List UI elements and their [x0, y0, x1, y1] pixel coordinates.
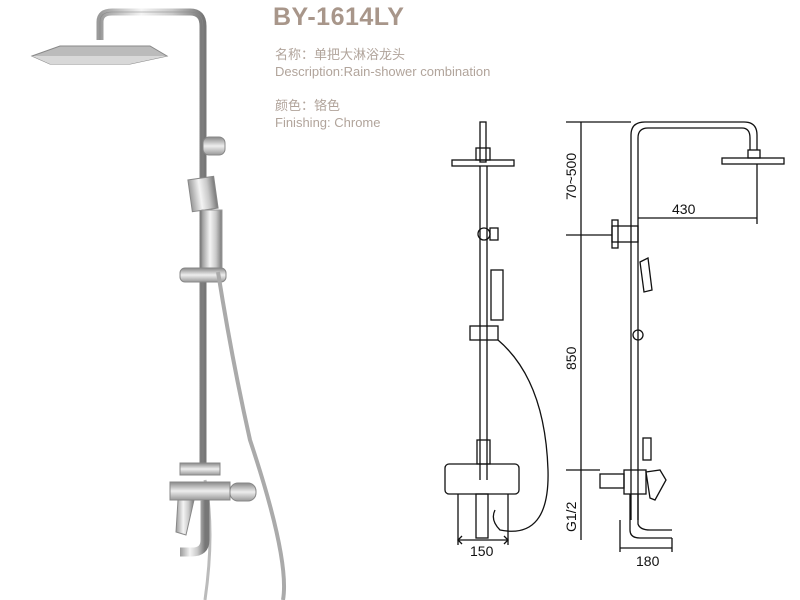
dim-arm-length: 430	[672, 201, 696, 217]
shower-photo	[30, 8, 287, 600]
product-name: 名称：单把大淋浴龙头	[275, 47, 406, 62]
dim-front-width: 150	[470, 543, 494, 559]
dim-thread: G1/2	[563, 501, 579, 532]
dim-top-height: 70~500	[563, 153, 579, 200]
product-finishing: Finishing: Chrome	[275, 115, 381, 130]
product-description: Description:Rain-shower combination	[275, 64, 491, 79]
dim-bar-height: 850	[563, 346, 579, 370]
model-title: BY-1614LY	[273, 3, 405, 31]
product-color: 颜色：铬色	[275, 98, 341, 113]
dim-spout-depth: 180	[636, 553, 660, 569]
